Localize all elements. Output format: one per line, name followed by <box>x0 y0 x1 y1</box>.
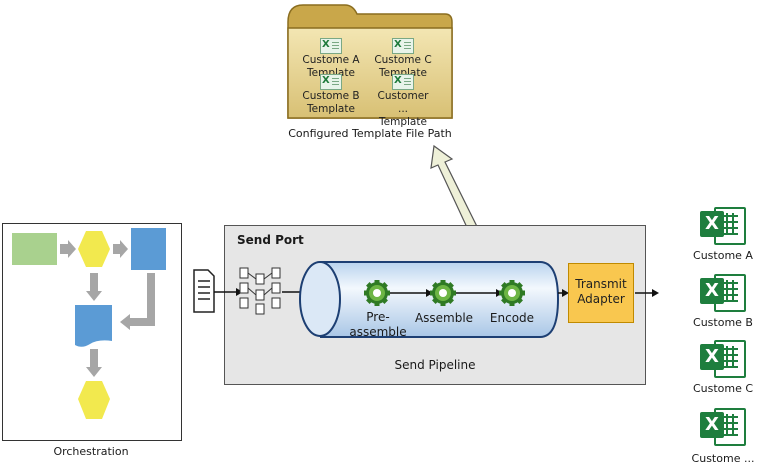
folder-item-sublabel: Template <box>379 67 427 79</box>
gray-arrow <box>120 273 155 330</box>
output-file-custome-c[interactable]: X Custome C <box>692 338 754 398</box>
arrow-head <box>562 289 569 297</box>
output-file-custome-b[interactable]: X Custome B <box>692 272 754 332</box>
excel-icon: X <box>700 406 746 446</box>
output-file-custome-more[interactable]: X Custome ... <box>692 406 754 466</box>
send-pipeline-label: Send Pipeline <box>394 358 476 372</box>
folder-item-sublabel: Template <box>379 116 427 128</box>
gray-arrow <box>113 240 128 258</box>
folder-caption: Configured Template File Path <box>288 127 452 140</box>
stage-label-line: Pre- <box>366 310 390 324</box>
excel-icon: X <box>700 338 746 378</box>
arrow-head <box>652 289 659 297</box>
transmit-adapter-box[interactable]: Transmit Adapter <box>568 263 634 323</box>
orchestration-flow <box>12 228 166 419</box>
stage-assemble-label: Assemble <box>414 311 474 325</box>
folder-item-label: Customer ... <box>377 90 429 115</box>
arrow-head <box>426 289 433 297</box>
stage-preassemble-label: Pre- assemble <box>342 310 414 340</box>
orchestration-hexagon-end <box>78 381 110 419</box>
output-file-label: Custome ... <box>691 452 755 465</box>
stage-encode-label: Encode <box>489 311 535 325</box>
excel-template-icon <box>320 74 342 90</box>
orchestration-start-shape <box>12 233 57 265</box>
output-file-label: Custome A <box>693 249 753 262</box>
adapter-label-line: Adapter <box>577 292 625 306</box>
assemble-gear-icon <box>430 280 456 306</box>
excel-template-icon <box>392 74 414 90</box>
folder-item-label: Custome B <box>302 90 360 102</box>
message-batch-icon <box>239 267 281 315</box>
excel-template-icon <box>392 38 414 54</box>
excel-icon: X <box>700 272 746 312</box>
preassemble-gear-icon <box>364 280 390 306</box>
folder-item-custome-c[interactable]: Custome C Template <box>371 38 435 80</box>
stage-label-line: assemble <box>349 325 407 339</box>
excel-icon: X <box>700 205 746 245</box>
folder-item-sublabel: Template <box>307 103 355 115</box>
excel-template-icon <box>320 38 342 54</box>
orchestration-document-shape <box>75 305 112 347</box>
template-folder: Custome A Template Custome C Template Cu… <box>285 2 455 128</box>
gray-arrow <box>86 273 102 301</box>
output-file-label: Custome C <box>692 382 754 395</box>
folder-item-label: Custome C <box>374 54 432 66</box>
orchestration-blue-doc <box>131 228 166 270</box>
send-port-title: Send Port <box>237 233 304 247</box>
adapter-label-line: Transmit <box>575 277 627 291</box>
output-file-custome-a[interactable]: X Custome A <box>692 205 754 265</box>
folder-item-customer-more[interactable]: Customer ... Template <box>371 74 435 129</box>
folder-item-label: Custome A <box>302 54 360 66</box>
folder-item-custome-b[interactable]: Custome B Template <box>299 74 363 116</box>
message-document-icon <box>193 269 215 313</box>
orchestration-hexagon <box>78 231 110 267</box>
gray-arrow <box>86 349 102 377</box>
folder-item-custome-a[interactable]: Custome A Template <box>299 38 363 80</box>
encode-gear-icon <box>499 280 525 306</box>
orchestration-label: Orchestration <box>53 445 129 458</box>
folder-item-sublabel: Template <box>307 67 355 79</box>
gray-arrow <box>60 240 76 258</box>
output-file-label: Custome B <box>693 316 753 329</box>
